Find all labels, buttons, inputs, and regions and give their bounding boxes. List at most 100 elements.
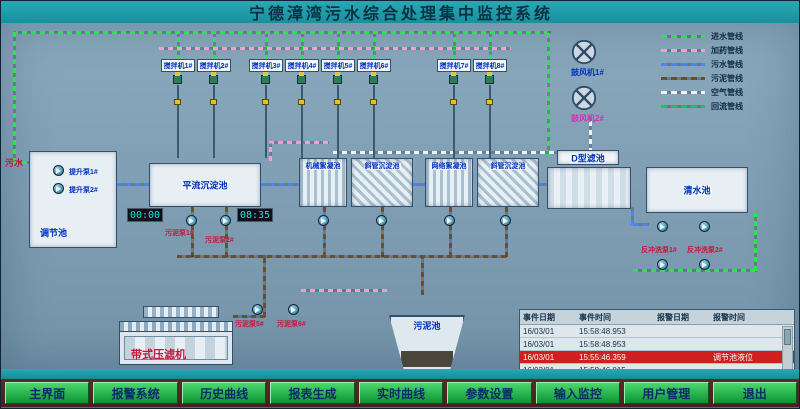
mixer-shaft bbox=[453, 85, 455, 158]
tank-label: 网络絮凝池 bbox=[430, 163, 468, 170]
tank-horizontal-sedimentation[interactable]: 平流沉淀池 bbox=[149, 163, 261, 207]
press-feed-box bbox=[143, 306, 219, 318]
valve-icon[interactable] bbox=[210, 99, 217, 105]
sludge-pump-icon[interactable] bbox=[500, 215, 511, 226]
fan-icon bbox=[571, 39, 597, 65]
tank-inclined-tube-2[interactable]: 斜管沉淀池 bbox=[477, 158, 539, 207]
backwash-pump-1-icon[interactable] bbox=[657, 221, 668, 232]
valve-icon[interactable] bbox=[450, 99, 457, 105]
mixer-shaft bbox=[489, 85, 491, 158]
press-roller-icon bbox=[120, 322, 232, 332]
pipe-chem-feed bbox=[269, 141, 329, 144]
menu-button-input-monitor[interactable]: 输入监控 bbox=[535, 382, 621, 404]
press-frame-grid bbox=[124, 336, 228, 360]
tank-grid-flocculation[interactable]: 网络絮凝池 bbox=[425, 158, 473, 207]
clearwater-pump-icon[interactable] bbox=[657, 259, 668, 270]
mixer-unit-2[interactable]: 搅拌机2# bbox=[197, 59, 231, 72]
pipe-sludge-drop bbox=[323, 207, 326, 257]
mixer-unit-3[interactable]: 搅拌机3# bbox=[249, 59, 283, 72]
press-pump-icon[interactable] bbox=[288, 304, 299, 315]
valve-icon[interactable] bbox=[174, 99, 181, 105]
pipe-sludge-to-tank bbox=[421, 255, 424, 295]
pump-label: 提升泵1# bbox=[69, 169, 98, 176]
legend-item: 加药管线 bbox=[661, 43, 797, 57]
scrollbar-thumb[interactable] bbox=[784, 329, 791, 345]
menu-button-alarm-system[interactable]: 报警系统 bbox=[93, 382, 178, 404]
mixer-shaft bbox=[373, 85, 375, 158]
valve-icon[interactable] bbox=[334, 99, 341, 105]
alarm-cell: 16/03/01 bbox=[523, 339, 555, 349]
pipe-sewage-1 bbox=[117, 183, 151, 186]
pipe-chem-feed-drop bbox=[269, 141, 272, 161]
tank-regulation[interactable]: 调节池 bbox=[29, 151, 117, 248]
sludge-pump-icon[interactable] bbox=[444, 215, 455, 226]
blower-unit-1[interactable] bbox=[571, 39, 597, 65]
sludge-pump-icon[interactable] bbox=[318, 215, 329, 226]
valve-icon[interactable] bbox=[298, 99, 305, 105]
menu-button-exit[interactable]: 退出 bbox=[712, 382, 797, 404]
mixer-shaft bbox=[213, 85, 215, 158]
clearwater-pump-icon[interactable] bbox=[699, 259, 710, 270]
legend-line-icon bbox=[661, 62, 705, 66]
mixer-label: 搅拌机5# bbox=[323, 62, 353, 70]
mixer-shaft bbox=[265, 85, 267, 158]
pipe-sewage-2 bbox=[261, 183, 301, 186]
legend-line-icon bbox=[661, 90, 705, 94]
lift-pump-1-icon[interactable] bbox=[53, 165, 64, 176]
press-pump-icon[interactable] bbox=[252, 304, 263, 315]
menu-button-report[interactable]: 报表生成 bbox=[270, 382, 355, 404]
alarm-header-row: 事件日期 事件时间 报警日期 报警时间 bbox=[520, 310, 794, 325]
legend-label: 回流管线 bbox=[711, 101, 743, 111]
menu-button-parameters[interactable]: 参数设置 bbox=[447, 382, 532, 404]
tank-label: 机械絮凝池 bbox=[304, 163, 342, 170]
mixer-label: 搅拌机6# bbox=[359, 62, 389, 70]
sludge-pump-2-icon[interactable] bbox=[220, 215, 231, 226]
tank-inclined-tube-1[interactable]: 斜管沉淀池 bbox=[351, 158, 413, 207]
pipe-air-drop bbox=[589, 117, 592, 153]
sludge-pump-icon[interactable] bbox=[376, 215, 387, 226]
tank-label: 斜管沉淀池 bbox=[363, 163, 401, 170]
belt-filter-press[interactable] bbox=[119, 321, 233, 365]
mixer-label: 搅拌机7# bbox=[439, 62, 469, 70]
blower-label: 鼓风机1# bbox=[571, 68, 604, 77]
valve-icon[interactable] bbox=[370, 99, 377, 105]
mixer-unit-8[interactable]: 搅拌机8# bbox=[473, 59, 507, 72]
tank-sludge[interactable]: 污泥池 bbox=[389, 315, 465, 371]
menu-button-realtime-curve[interactable]: 实时曲线 bbox=[358, 382, 444, 404]
menu-button-main[interactable]: 主界面 bbox=[5, 382, 90, 404]
pipe-backwash-right bbox=[754, 213, 757, 271]
pump-label: 反冲洗泵2# bbox=[687, 247, 723, 254]
alarm-cell: 调节池液位 bbox=[713, 352, 753, 362]
tank-d-filter[interactable] bbox=[547, 167, 631, 209]
valve-icon[interactable] bbox=[486, 99, 493, 105]
backwash-pump-2-icon[interactable] bbox=[699, 221, 710, 232]
menu-button-user-manage[interactable]: 用户管理 bbox=[624, 382, 709, 404]
alarm-cell: 16/03/01 bbox=[523, 352, 555, 362]
mixer-motor-icon bbox=[485, 72, 494, 84]
tank-mechanical-flocculation[interactable]: 机械絮凝池 bbox=[299, 158, 347, 207]
pipe-sludge-drop bbox=[381, 207, 384, 257]
mixer-unit-4[interactable]: 搅拌机4# bbox=[285, 59, 319, 72]
sludge-pump-1-icon[interactable] bbox=[186, 215, 197, 226]
alarm-row[interactable]: 16/03/01 15:58:48.953 bbox=[520, 325, 794, 338]
lift-pump-2-icon[interactable] bbox=[53, 183, 64, 194]
timer-value: 08:35 bbox=[239, 209, 271, 221]
valve-icon[interactable] bbox=[262, 99, 269, 105]
blower-unit-2[interactable] bbox=[571, 85, 597, 111]
mixer-unit-1[interactable]: 搅拌机1# bbox=[161, 59, 195, 72]
mixer-unit-5[interactable]: 搅拌机5# bbox=[321, 59, 355, 72]
alarm-row[interactable]: 16/03/01 15:58:48.953 bbox=[520, 338, 794, 351]
alarm-col-header: 事件时间 bbox=[579, 312, 611, 322]
menu-button-history-curve[interactable]: 历史曲线 bbox=[181, 382, 267, 404]
mixer-motor-icon bbox=[369, 72, 378, 84]
mixer-unit-6[interactable]: 搅拌机6# bbox=[357, 59, 391, 72]
mixer-motor-icon bbox=[209, 72, 218, 84]
legend-line-icon bbox=[661, 48, 705, 52]
mixer-unit-7[interactable]: 搅拌机7# bbox=[437, 59, 471, 72]
separator-strip bbox=[1, 369, 799, 379]
bottom-strip bbox=[1, 407, 799, 408]
alarm-row-active[interactable]: 16/03/01 15:55:46.359 调节池液位 bbox=[520, 351, 794, 364]
tank-clear-water[interactable]: 清水池 bbox=[646, 167, 748, 213]
pipe-sewage-5 bbox=[631, 207, 634, 225]
pipe-sludge-drop bbox=[225, 207, 228, 257]
